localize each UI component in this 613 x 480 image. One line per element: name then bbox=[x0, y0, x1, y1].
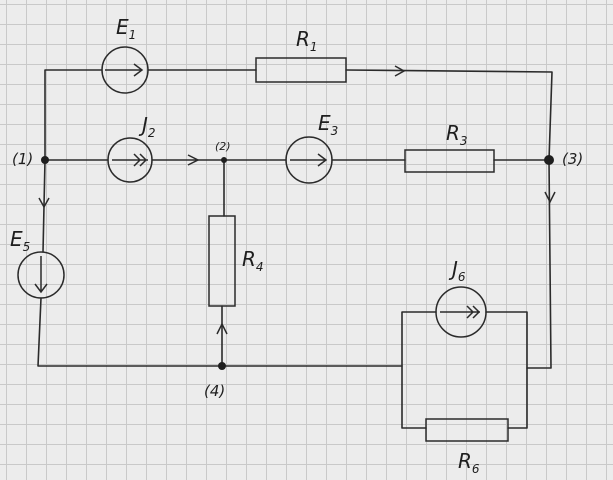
label-r4: R4 bbox=[242, 247, 264, 274]
current-arrow-right bbox=[544, 191, 556, 204]
label-r1: R1 bbox=[296, 27, 318, 54]
current-arrow-left bbox=[38, 197, 50, 209]
emf-source-e3 bbox=[285, 136, 333, 184]
node-label-2: (2) bbox=[215, 140, 231, 153]
resistor-r4 bbox=[208, 215, 236, 307]
current-arrow-r4 bbox=[216, 322, 228, 335]
wire-left-side bbox=[37, 159, 403, 367]
resistor-r1 bbox=[255, 57, 347, 83]
wire-parallel-block bbox=[401, 311, 528, 429]
label-r3: R3 bbox=[446, 121, 468, 148]
node-dot-1 bbox=[41, 156, 49, 164]
resistor-r3 bbox=[404, 149, 495, 173]
label-e1: E1 bbox=[116, 15, 136, 42]
current-arrow-j2-branch bbox=[187, 154, 200, 166]
node-dot-2 bbox=[221, 157, 227, 163]
current-source-j2 bbox=[107, 137, 153, 183]
label-j6: J6 bbox=[448, 257, 466, 284]
label-r6: R6 bbox=[458, 449, 480, 476]
label-e3: E3 bbox=[318, 111, 338, 138]
emf-source-e5 bbox=[17, 251, 65, 299]
label-j2: J2 bbox=[138, 113, 156, 140]
emf-source-e1 bbox=[101, 46, 149, 94]
node-label-3: (3) bbox=[562, 150, 583, 168]
wire-top-branch bbox=[44, 69, 553, 161]
node-label-1: (1) bbox=[12, 150, 33, 168]
label-e5: E5 bbox=[10, 227, 30, 254]
node-dot-4 bbox=[218, 362, 226, 370]
current-arrow-r1 bbox=[394, 65, 406, 77]
wire-r4-branch bbox=[221, 159, 225, 367]
node-dot-3 bbox=[544, 155, 554, 165]
current-source-j6 bbox=[435, 286, 487, 338]
wire-right-side bbox=[526, 159, 552, 369]
resistor-r6 bbox=[425, 418, 509, 442]
node-label-4: (4) bbox=[204, 382, 225, 400]
